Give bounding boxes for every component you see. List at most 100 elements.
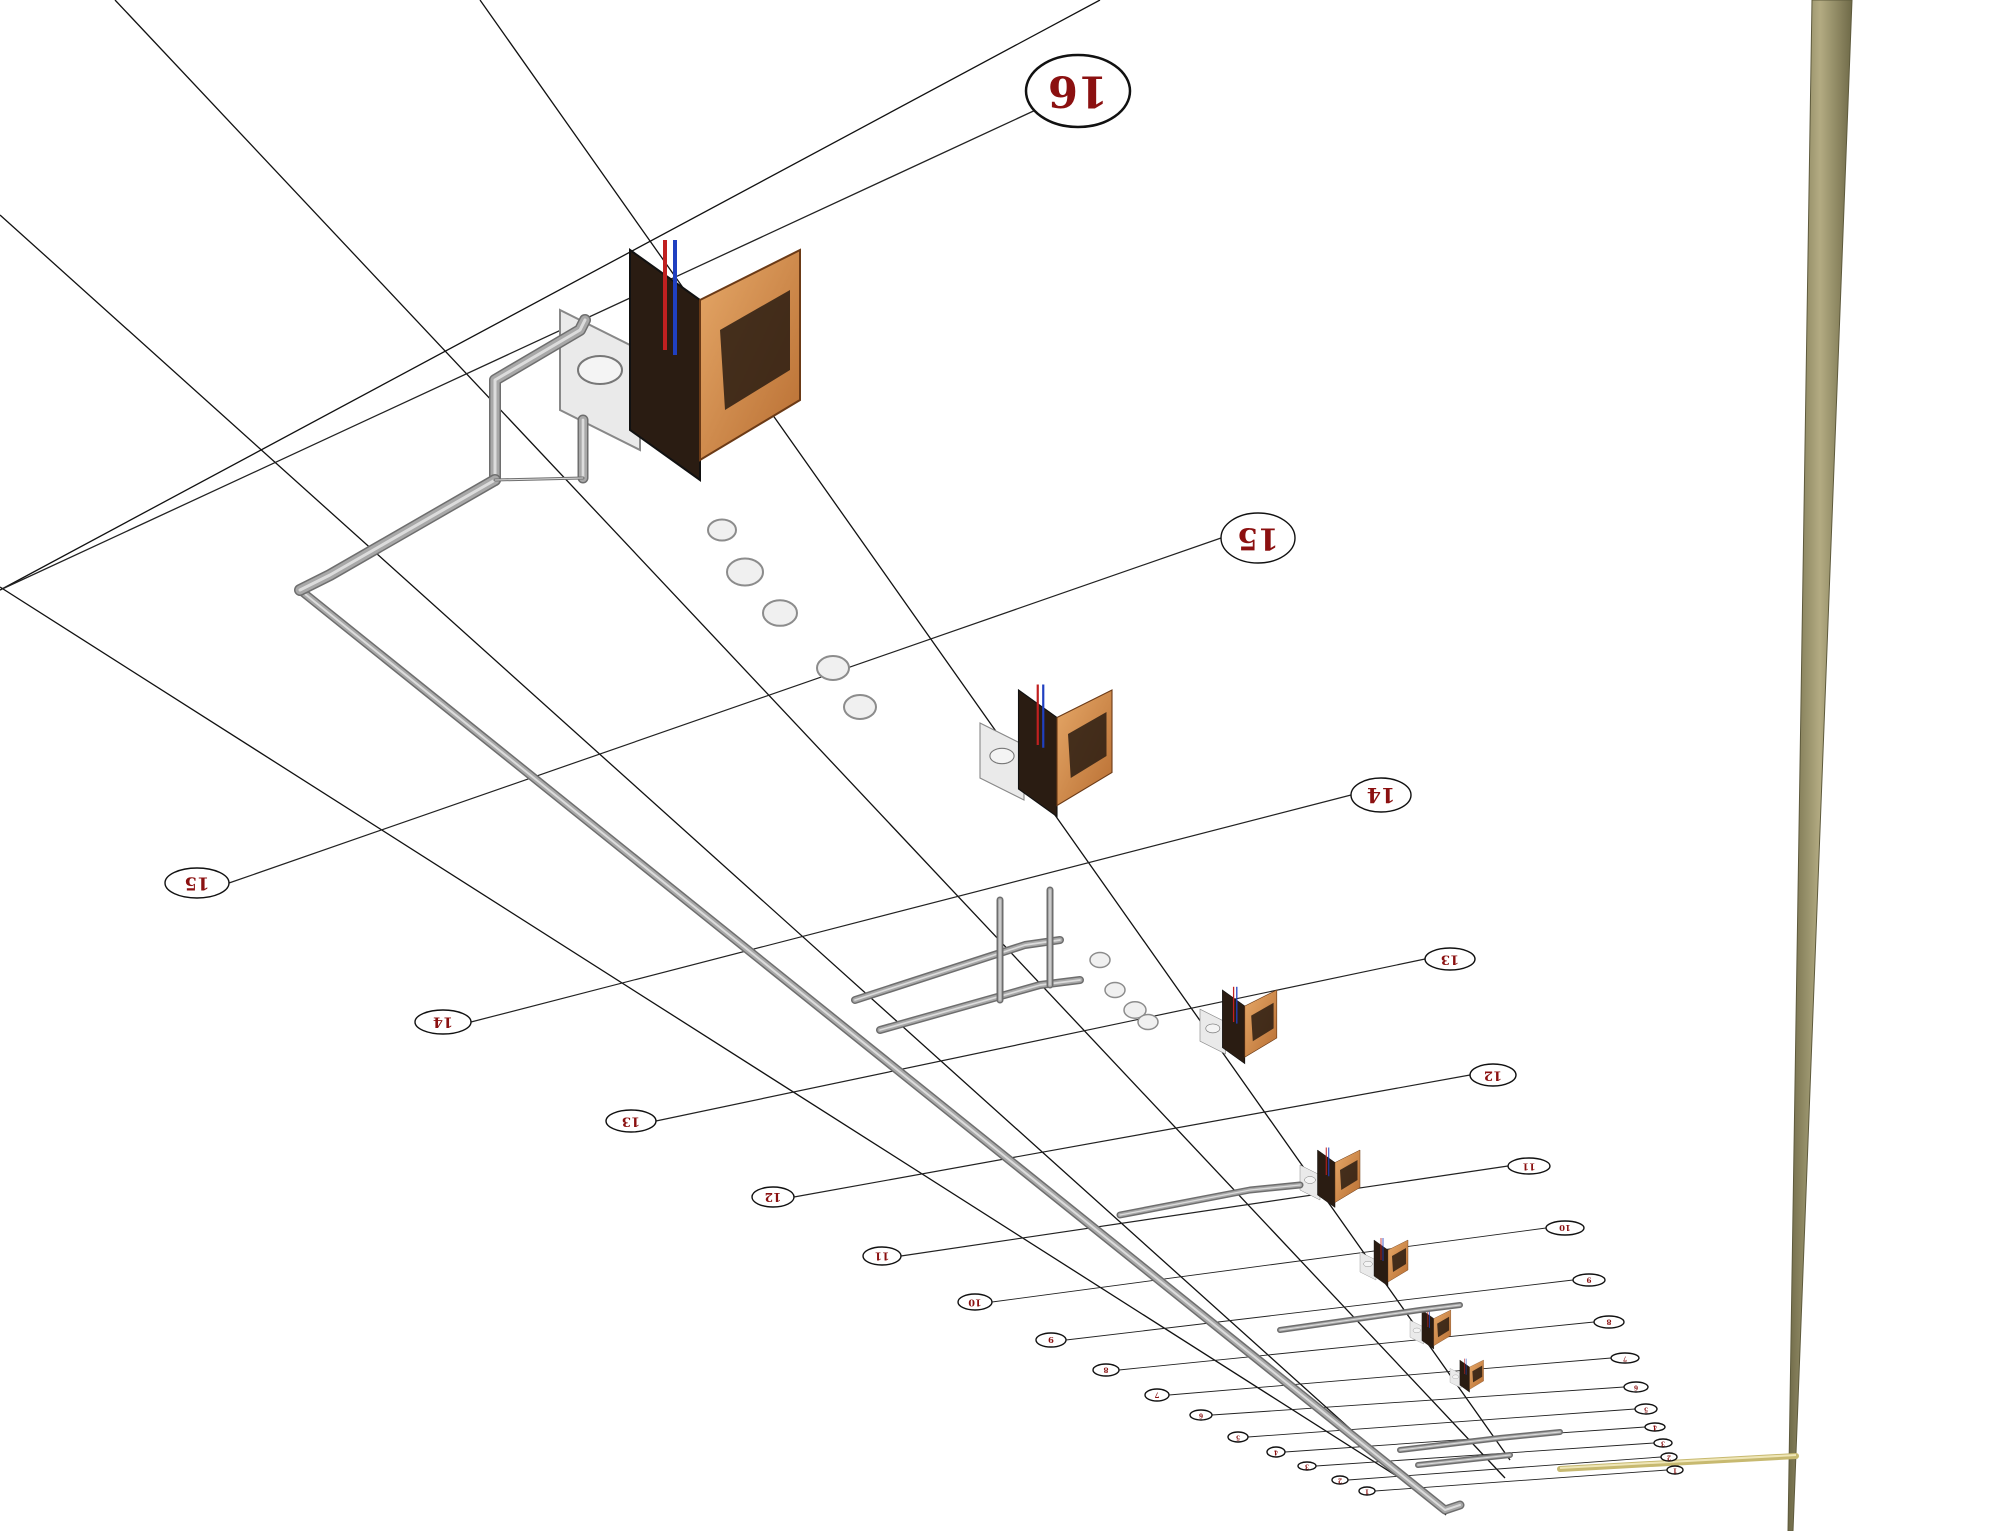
level-tag-bubble: [1297, 1461, 1317, 1471]
level-tag-label: 7: [1623, 1355, 1627, 1362]
fixture-piece: [707, 518, 737, 542]
level-tag-right-15: 15: [1220, 512, 1296, 564]
level-tag-label: 7: [1154, 1391, 1159, 1400]
level-tag-label: 12: [765, 1190, 782, 1204]
level-tag-left-5: 5: [1227, 1431, 1249, 1443]
level-tag-label: 15: [1237, 521, 1279, 556]
fixture-piece: [1123, 1001, 1147, 1019]
level-tag-bubble: [1507, 1157, 1551, 1175]
level-leader-line: [1118, 1321, 1595, 1371]
level-tag-right-5: 5: [1634, 1403, 1658, 1415]
fixture-piece: [1137, 1013, 1159, 1031]
level-tag-bubble: [1092, 1363, 1120, 1377]
level-leader-line: [793, 1074, 1471, 1198]
fixture-cluster: [559, 240, 801, 482]
level-leader-line: [900, 1165, 1509, 1257]
level-tag-label: 2: [1338, 1477, 1342, 1484]
level-tag-label: 8: [1606, 1318, 1611, 1327]
level-tag-bubble: [1266, 1446, 1286, 1458]
level-leader-line: [470, 794, 1352, 1023]
level-tag-label: 6: [1634, 1384, 1638, 1391]
grid-line: [0, 0, 1650, 1500]
level-tag-bubble: [164, 867, 230, 899]
level-tag-left-2: 2: [1331, 1475, 1349, 1485]
level-tag-label: 10: [1559, 1223, 1571, 1233]
level-leader-line: [655, 958, 1426, 1122]
level-tag-label: 11: [1522, 1161, 1535, 1172]
level-tag-left-1: 1: [1358, 1486, 1376, 1496]
level-tag-label: 8: [1103, 1366, 1108, 1375]
level-tag-bubble: [1024, 53, 1132, 129]
level-tag-left-12: 12: [751, 1186, 795, 1208]
fixture-piece: [1104, 981, 1126, 999]
fixture-cluster: [1199, 986, 1278, 1065]
level-tag-label: 3: [1305, 1463, 1309, 1470]
level-tag-bubble: [1644, 1422, 1666, 1432]
level-tag-right-10: 10: [1545, 1220, 1585, 1236]
level-tag-bubble: [751, 1186, 795, 1208]
grid-line: [0, 0, 1101, 591]
grid-line: [0, 214, 1447, 1516]
level-tag-right-2: 2: [1660, 1452, 1678, 1462]
level-tag-bubble: [1593, 1315, 1625, 1329]
level-tag-label: 5: [1236, 1434, 1240, 1441]
level-tag-bubble: [1666, 1465, 1684, 1475]
fixture-piece: [762, 599, 798, 627]
level-tag-label: 3: [1661, 1440, 1665, 1447]
level-tag-bubble: [862, 1246, 902, 1266]
level-tag-label: 1: [1365, 1488, 1369, 1495]
level-tag-bubble: [605, 1109, 657, 1133]
fixture-piece: [726, 557, 764, 587]
fixture-piece: [843, 694, 877, 720]
level-tag-left-13: 13: [605, 1109, 657, 1133]
level-tag-label: 2: [1667, 1454, 1671, 1461]
level-tag-label: 6: [1199, 1412, 1203, 1419]
fixture-cluster: [1409, 1308, 1451, 1350]
fixture-cluster: [979, 684, 1113, 818]
level-tag-right-6: 6: [1623, 1381, 1649, 1393]
level-leader-line: [0, 107, 1041, 591]
level-tag-left-11: 11: [862, 1246, 902, 1266]
level-tag-right-12: 12: [1469, 1063, 1517, 1087]
level-tag-bubble: [1424, 947, 1476, 971]
level-tag-bubble: [1227, 1431, 1249, 1443]
level-tag-left-10: 10: [957, 1293, 993, 1311]
level-tag-right-8: 8: [1593, 1315, 1625, 1329]
level-tag-left-9: 9: [1035, 1332, 1067, 1348]
pipe-network: [294, 314, 1563, 1515]
level-tag-right-11: 11: [1507, 1157, 1551, 1175]
level-tag-label: 9: [1048, 1335, 1054, 1345]
fixture-groups: [559, 240, 1484, 1393]
level-tag-label: 12: [1484, 1068, 1502, 1083]
level-tag-label: 4: [1274, 1449, 1278, 1456]
riser-pole: [1787, 0, 1853, 1531]
fixture-cluster: [1299, 1147, 1361, 1208]
level-leader-line: [228, 537, 1222, 884]
level-tag-bubble: [957, 1293, 993, 1311]
level-tag-label: 13: [622, 1114, 640, 1129]
level-tag-left-6: 6: [1189, 1409, 1213, 1421]
grid-line: [114, 0, 1506, 1479]
grid-line: [0, 586, 1451, 1511]
level-leader-line: [1211, 1386, 1625, 1416]
level-tag-right-13: 13: [1424, 947, 1476, 971]
level-tag-bubble: [1144, 1388, 1170, 1402]
level-tag-bubble: [1331, 1475, 1349, 1485]
level-leader-line: [1065, 1279, 1574, 1341]
level-tag-right-7: 7: [1610, 1352, 1640, 1364]
level-tag-bubble: [1610, 1352, 1640, 1364]
level-tag-left-14: 14: [414, 1009, 472, 1035]
level-tag-label: 14: [1367, 783, 1395, 807]
level-tag-label: 11: [874, 1250, 889, 1263]
level-tag-bubble: [1660, 1452, 1678, 1462]
fixture-cluster: [1449, 1358, 1484, 1393]
level-tag-label: 14: [433, 1014, 453, 1031]
level-tag-label: 5: [1644, 1406, 1648, 1413]
level-leader-line: [1247, 1408, 1636, 1438]
level-tag-label: 9: [1586, 1276, 1591, 1285]
level-tag-label: 1: [1673, 1467, 1677, 1474]
level-tag-label: 10: [968, 1297, 982, 1308]
level-tag-bubble: [414, 1009, 472, 1035]
